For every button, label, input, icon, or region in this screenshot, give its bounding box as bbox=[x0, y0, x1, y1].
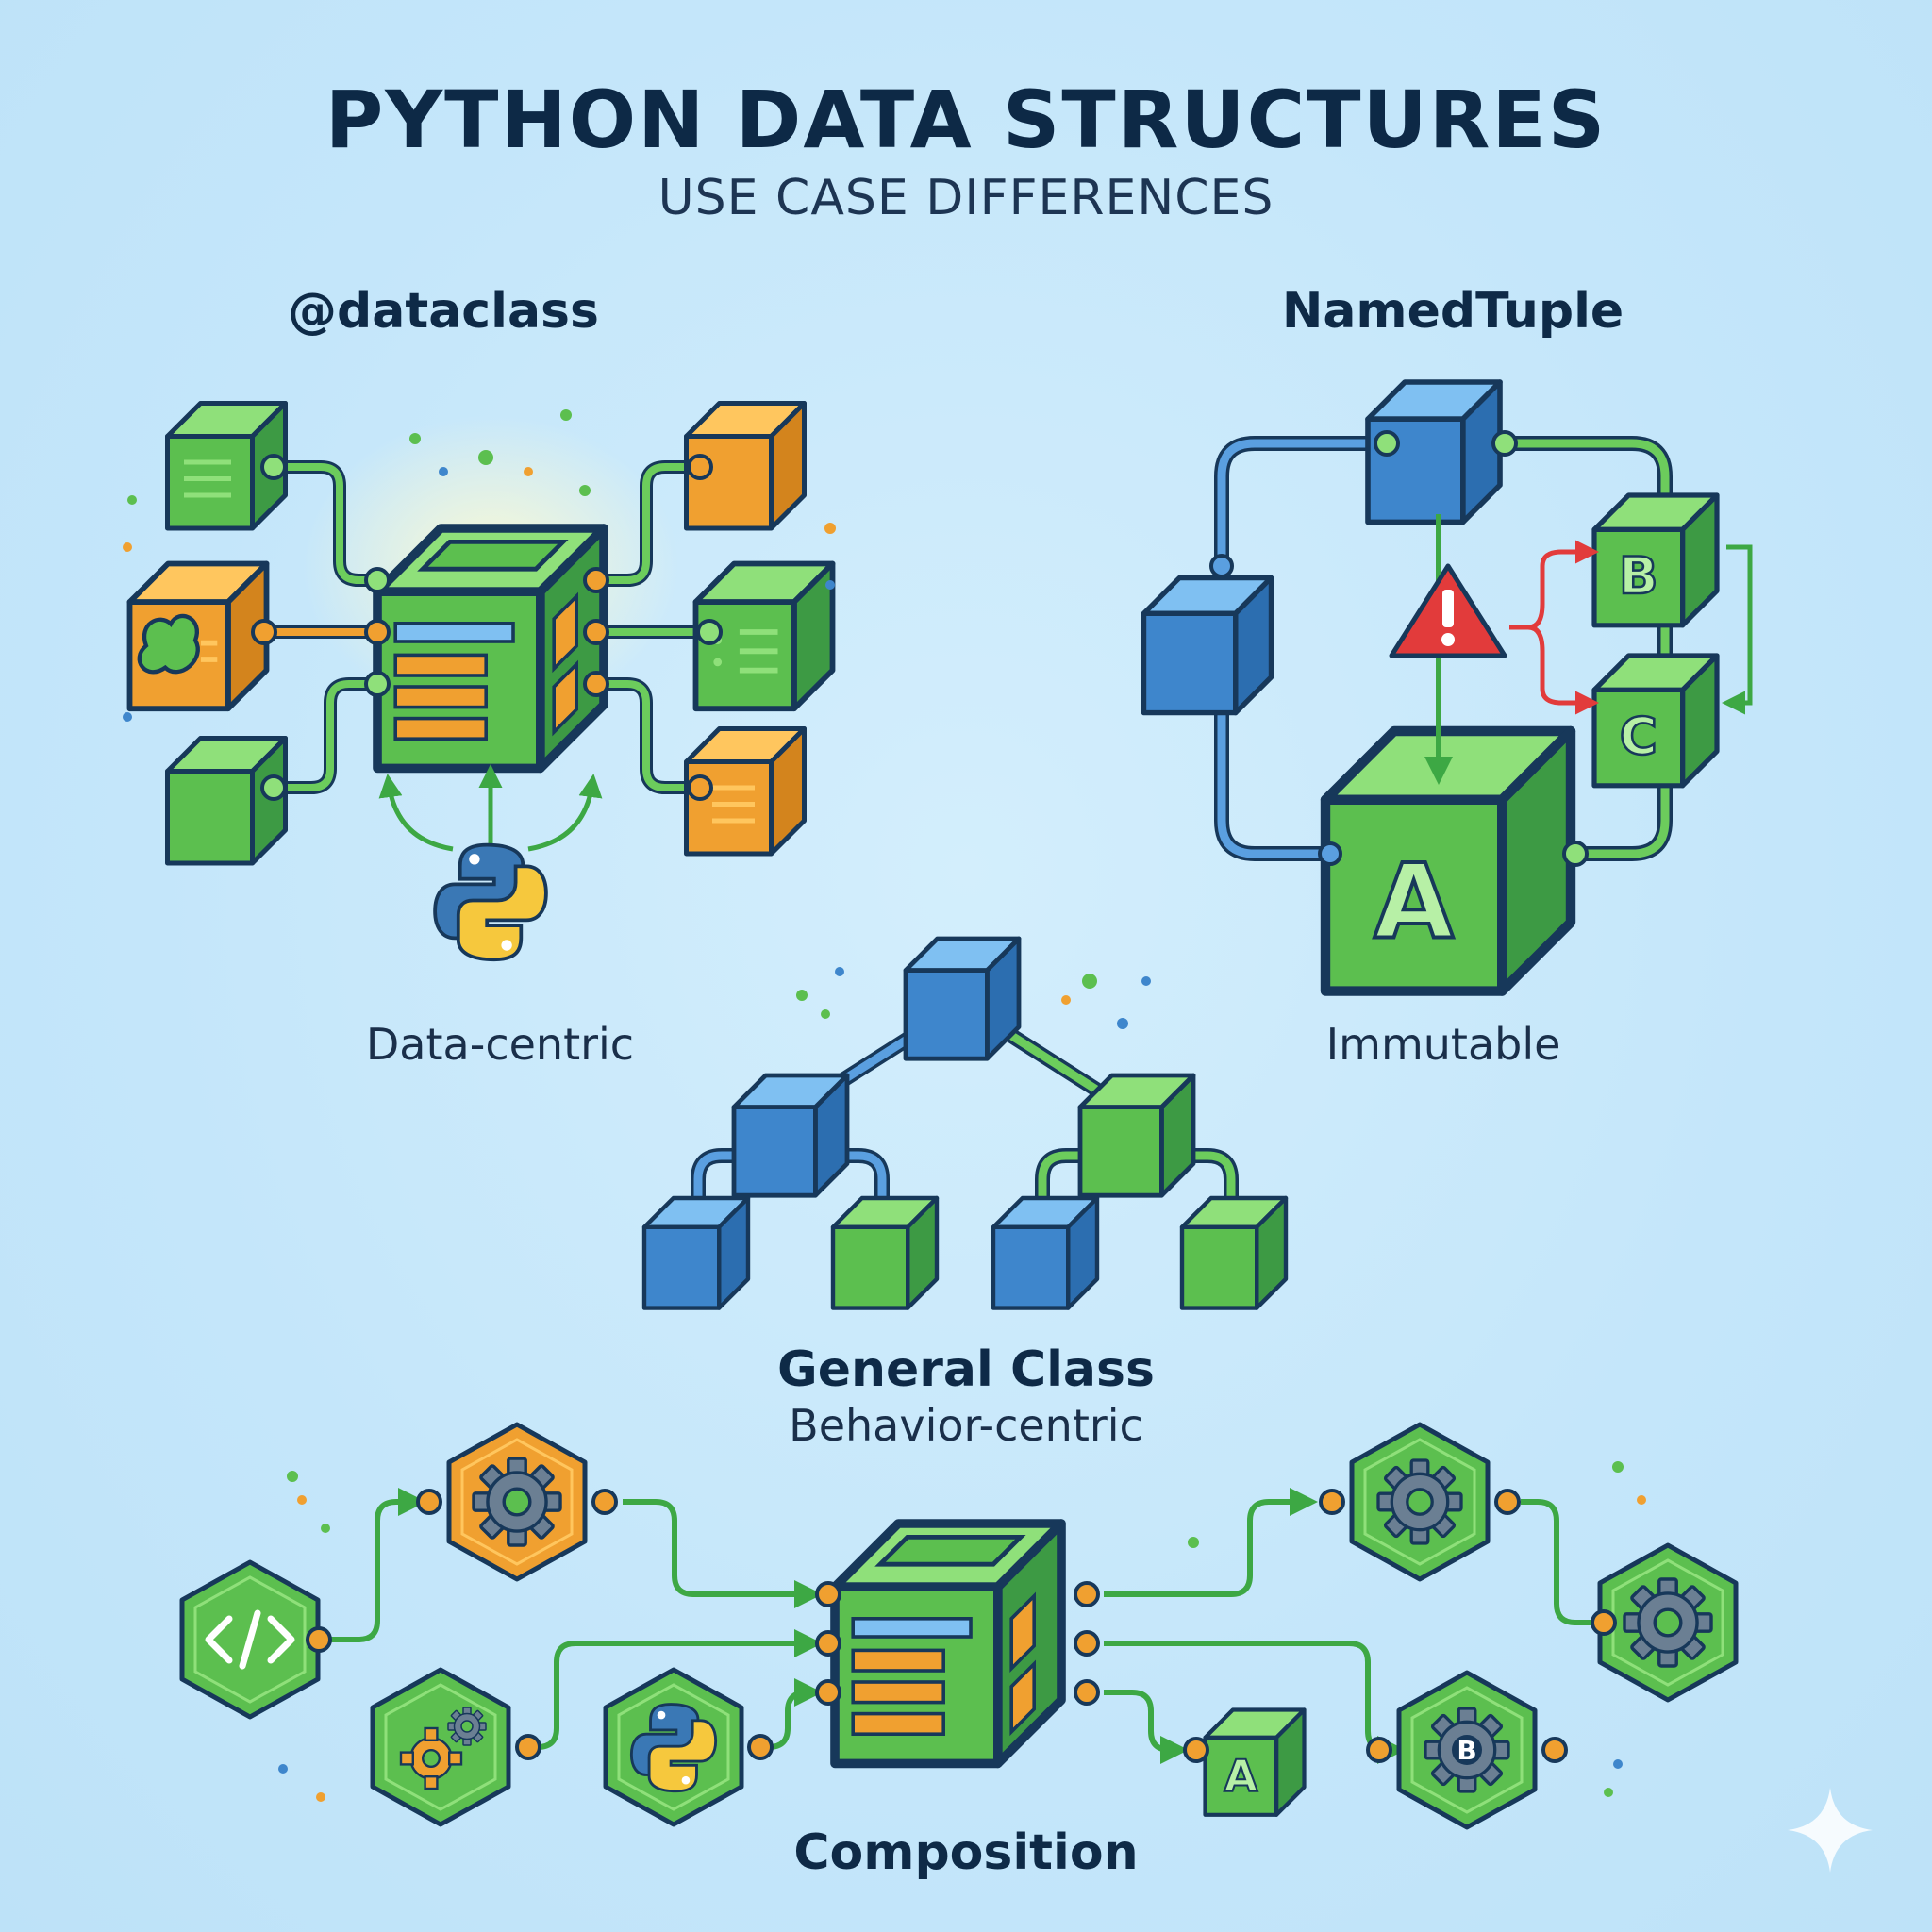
composition-diagram: B A bbox=[182, 1424, 1736, 1827]
gear-icon bbox=[1623, 1577, 1713, 1668]
general-class-caption: Behavior-centric bbox=[789, 1400, 1143, 1451]
warning-icon bbox=[1389, 563, 1507, 658]
dataclass-caption: Data-centric bbox=[365, 1019, 635, 1070]
namedtuple-caption: Immutable bbox=[1325, 1019, 1561, 1070]
python-logo-icon bbox=[433, 842, 548, 962]
letter-b: B bbox=[1619, 545, 1658, 606]
letter-a: A bbox=[1374, 841, 1454, 961]
gear-icon bbox=[472, 1457, 562, 1547]
sparkle-icon bbox=[1788, 1788, 1873, 1873]
general-class-heading: General Class bbox=[777, 1341, 1155, 1398]
composition-letter-b: B bbox=[1457, 1735, 1476, 1766]
gear-icon bbox=[399, 1726, 463, 1790]
namedtuple-diagram: B C A bbox=[1144, 382, 1753, 991]
dataclass-heading: @dataclass bbox=[288, 283, 599, 340]
dataclass-diagram bbox=[123, 404, 836, 962]
namedtuple-heading: NamedTuple bbox=[1281, 283, 1624, 340]
letter-c: C bbox=[1620, 706, 1657, 766]
composition-letter-a: A bbox=[1224, 1751, 1257, 1802]
page-subtitle: USE CASE DIFFERENCES bbox=[658, 170, 1274, 226]
composition-heading: Composition bbox=[793, 1824, 1139, 1881]
code-icon bbox=[205, 1609, 295, 1670]
general-class-diagram bbox=[644, 939, 1286, 1308]
page-title: PYTHON DATA STRUCTURES bbox=[325, 74, 1607, 166]
